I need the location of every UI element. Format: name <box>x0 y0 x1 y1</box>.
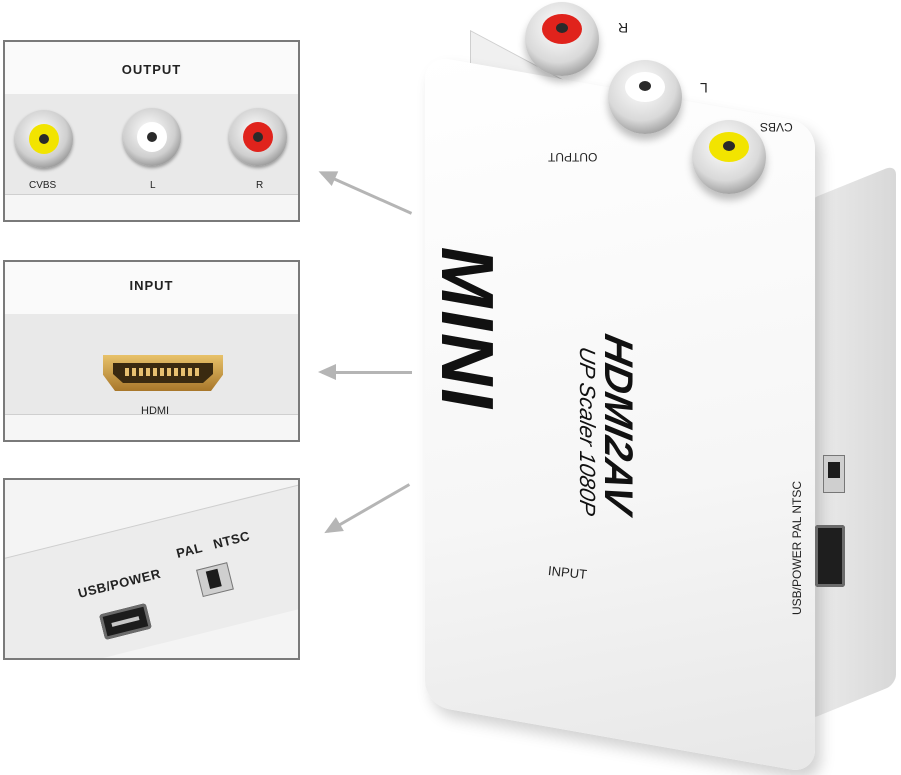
device-side-face <box>808 164 896 721</box>
arrow-to-input-panel <box>318 364 412 380</box>
usb-callout-panel: USB/POWER PAL NTSC <box>3 478 300 660</box>
device-yellow-insert <box>709 132 749 162</box>
output-title: OUTPUT <box>121 62 182 77</box>
device-cvbs-rca-jack <box>692 120 766 194</box>
left-audio-rca-jack <box>123 108 181 166</box>
left-label: L <box>150 180 156 191</box>
device-side-mini-usb <box>815 525 845 587</box>
cvbs-label: CVBS <box>29 180 57 191</box>
device-output-label: OUTPUT <box>548 150 598 164</box>
input-title: INPUT <box>129 278 174 293</box>
hdmi-label: HDMI <box>141 405 170 417</box>
usb-panel-surface: USB/POWER PAL NTSC <box>5 480 298 658</box>
device-model-label: HDMI2AV <box>596 330 640 518</box>
panel-bottom-strip <box>5 414 298 440</box>
right-audio-rca-jack <box>229 108 287 166</box>
device-left-rca-jack <box>608 60 682 134</box>
device-cvbs-letter: CVBS <box>760 120 793 134</box>
device-side-switch <box>823 455 845 493</box>
device-l-letter: L <box>700 80 708 96</box>
left-jack-insert <box>137 122 167 152</box>
device-side-label: USB/POWER PAL NTSC <box>790 480 804 615</box>
cvbs-rca-jack <box>15 110 73 168</box>
input-callout-panel: INPUT HDMI <box>3 260 300 442</box>
panel-bottom-strip <box>5 194 298 220</box>
device-right-rca-jack <box>525 2 599 76</box>
arrow-to-output-panel <box>321 172 413 215</box>
right-jack-insert <box>243 122 273 152</box>
cvbs-jack-insert <box>29 124 59 154</box>
hdmi-pins <box>125 368 201 376</box>
device-mini-logo: MINI <box>426 240 509 420</box>
device-white-insert <box>625 72 665 102</box>
right-label: R <box>256 180 264 191</box>
output-callout-panel: OUTPUT CVBS L R <box>3 40 300 222</box>
arrow-to-usb-panel <box>327 483 411 533</box>
device-red-insert <box>542 14 582 44</box>
device-r-letter: R <box>618 20 629 36</box>
panel-top-strip <box>5 262 298 315</box>
device-subtitle-label: UP Scaler 1080P <box>575 344 600 518</box>
